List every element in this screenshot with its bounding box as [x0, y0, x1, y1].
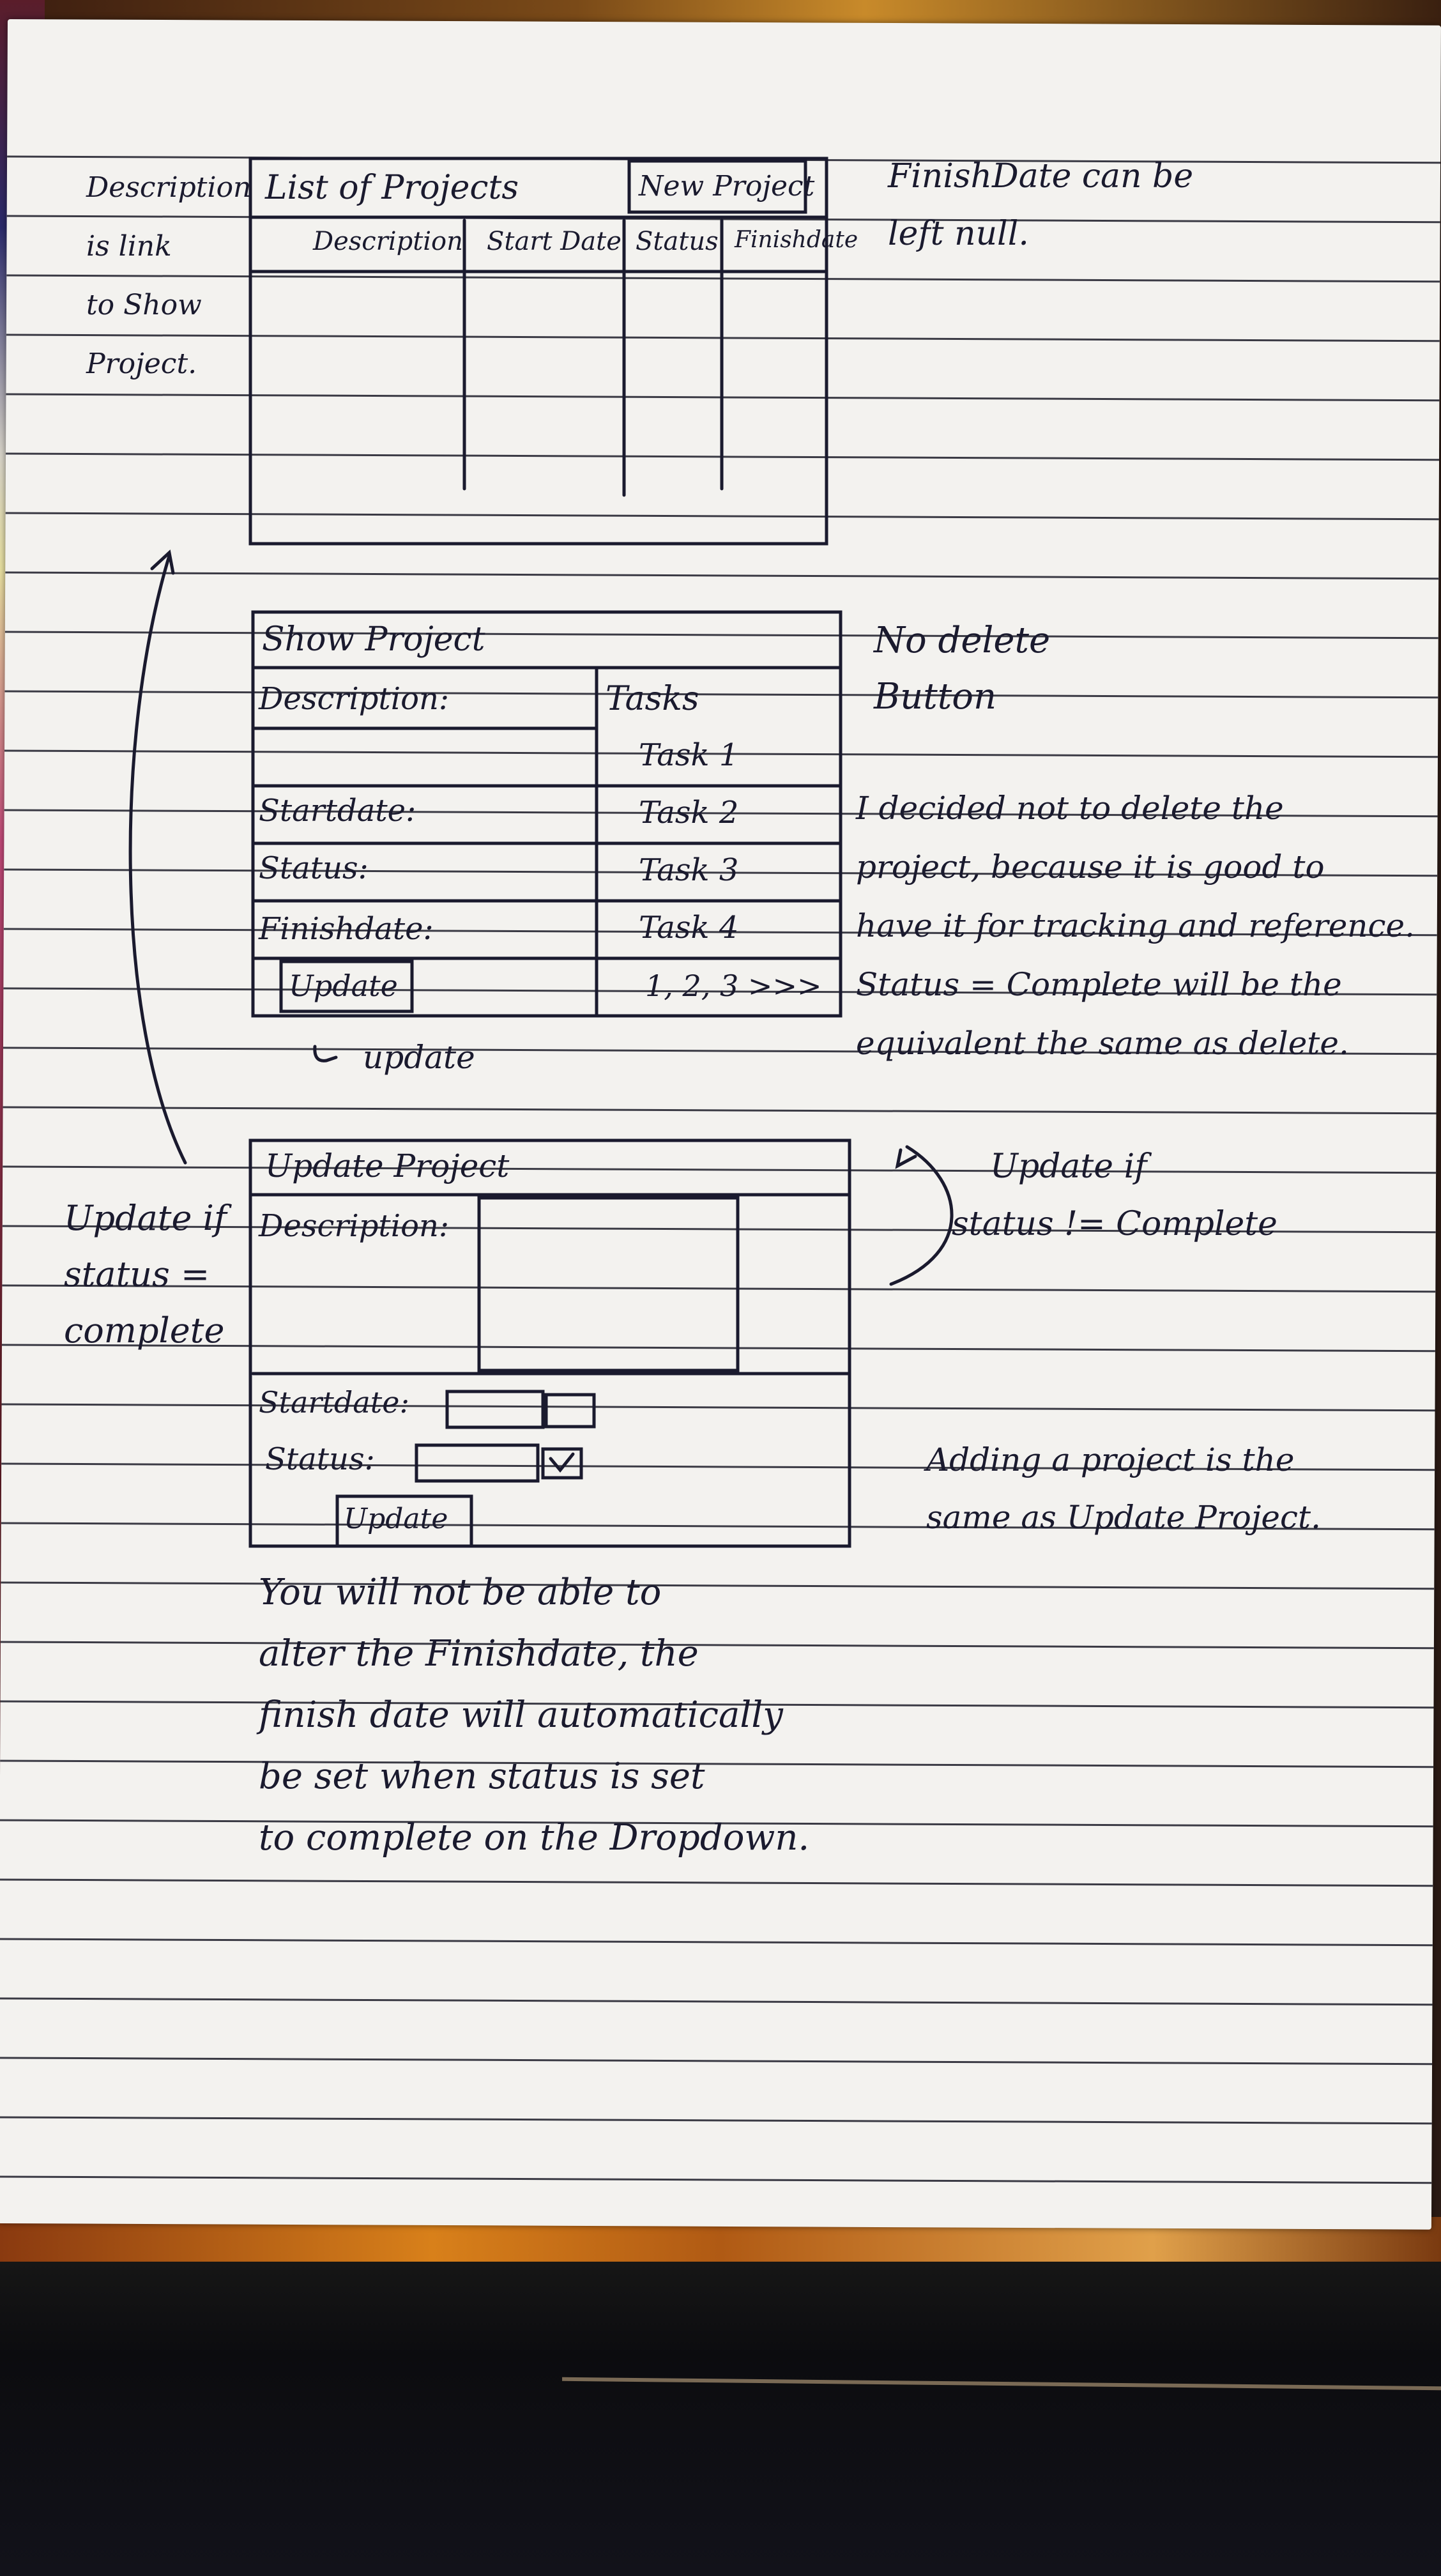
ruled-line — [3, 987, 1437, 996]
left-note-update-if-complete: Update if — [64, 1198, 227, 1238]
ruled-line — [0, 1700, 1434, 1709]
left-note-description-link: Project. — [86, 348, 197, 380]
ruled-line — [0, 1878, 1433, 1887]
bottom-note-finishdate: finish date will automatically — [259, 1694, 783, 1736]
ruled-line — [0, 2116, 1432, 2125]
right-note-adding-project: same as Update Project. — [926, 1499, 1321, 1536]
tasks-pagination: 1, 2, 3 >>> — [645, 969, 822, 1003]
ruled-line — [4, 868, 1438, 877]
status-bracket-arrow — [889, 1145, 954, 1286]
left-note-description-link: to Show — [86, 289, 202, 321]
desk-surface — [0, 2262, 1441, 2576]
column-start-date: Start Date — [487, 227, 621, 256]
right-note-delete-reasoning: Status = Complete will be the — [856, 966, 1342, 1003]
ruled-line — [0, 2057, 1433, 2066]
ruled-line — [2, 1284, 1436, 1293]
update-arrow-label: update — [363, 1039, 475, 1076]
ruled-line — [3, 1106, 1437, 1115]
task-item: Task 4 — [639, 910, 739, 946]
show-update-button: Update — [289, 969, 398, 1003]
show-description-label: Description: — [259, 681, 450, 717]
ruled-line — [4, 631, 1438, 640]
ruled-line — [4, 809, 1438, 818]
list-projects-title: List of Projects — [265, 169, 519, 207]
bottom-note-finishdate: to complete on the Dropdown. — [259, 1817, 810, 1859]
ruled-line — [1, 1344, 1435, 1353]
update-startdate-label: Startdate: — [259, 1385, 409, 1420]
update-project-title: Update Project — [265, 1147, 510, 1184]
right-note-delete-reasoning: I decided not to delete the — [856, 790, 1284, 827]
right-note-update-if-not-complete: status != Complete — [952, 1205, 1277, 1243]
ruled-line — [1, 1581, 1435, 1590]
show-project-title: Show Project — [262, 620, 485, 659]
right-note-finishdate-null: FinishDate can be — [888, 157, 1194, 195]
ruled-line — [4, 749, 1438, 758]
show-project-wireframe — [251, 610, 842, 1062]
show-startdate-label: Startdate: — [259, 793, 416, 829]
ruled-line — [3, 1165, 1437, 1174]
update-description-label: Description: — [259, 1208, 450, 1244]
ruled-line — [1, 1522, 1435, 1531]
ruled-line — [0, 2175, 1432, 2184]
ruled-line — [0, 1641, 1434, 1650]
ruled-line — [6, 215, 1440, 224]
show-finishdate-label: Finishdate: — [259, 911, 434, 947]
bottom-note-finishdate: You will not be able to — [259, 1572, 662, 1613]
column-finishdate: Finishdate — [735, 227, 858, 253]
right-note-no-delete: No delete — [874, 620, 1051, 661]
ruled-line — [3, 928, 1437, 937]
left-note-description-link: is link — [86, 230, 172, 263]
ruled-line — [5, 512, 1439, 521]
ruled-line — [1, 1462, 1435, 1471]
column-description: Description — [313, 227, 463, 256]
left-note-update-if-complete: complete — [64, 1310, 225, 1351]
right-note-finishdate-null: left null. — [888, 215, 1029, 253]
right-note-delete-reasoning: project, because it is good to — [856, 848, 1325, 885]
arrow-update-to-list — [128, 549, 187, 1165]
column-status: Status — [636, 227, 719, 256]
right-note-delete-reasoning: have it for tracking and reference. — [856, 907, 1415, 944]
ruled-line — [0, 1819, 1433, 1828]
show-status-label: Status: — [259, 850, 369, 886]
list-projects-wireframe — [248, 157, 828, 546]
task-item: Task 2 — [639, 795, 739, 831]
right-note-delete-reasoning: equivalent the same as delete. — [856, 1025, 1349, 1062]
new-project-button: New Project — [639, 170, 815, 203]
ruled-line — [4, 690, 1438, 699]
ruled-line — [0, 1759, 1434, 1768]
left-note-update-if-complete: status = — [64, 1254, 210, 1294]
bottom-note-finishdate: be set when status is set — [259, 1756, 705, 1797]
update-status-label: Status: — [265, 1441, 375, 1477]
ruled-line — [0, 1938, 1433, 1947]
ruled-line — [0, 1997, 1433, 2006]
tasks-header: Tasks — [606, 680, 699, 718]
bottom-note-finishdate: alter the Finishdate, the — [259, 1633, 699, 1675]
right-note-update-if-not-complete: Update if — [990, 1147, 1147, 1186]
right-note-adding-project: Adding a project is the — [926, 1441, 1295, 1478]
left-note-description-link: Description — [86, 171, 252, 204]
ruled-line — [2, 1225, 1436, 1234]
ruled-line — [3, 1046, 1437, 1055]
right-note-no-delete: Button — [874, 676, 997, 717]
task-item: Task 3 — [639, 852, 739, 888]
task-item: Task 1 — [639, 737, 739, 773]
ruled-line — [1, 1403, 1435, 1412]
update-project-wireframe — [248, 1138, 851, 1548]
update-project-button: Update — [344, 1503, 448, 1535]
ruled-line — [5, 571, 1439, 580]
